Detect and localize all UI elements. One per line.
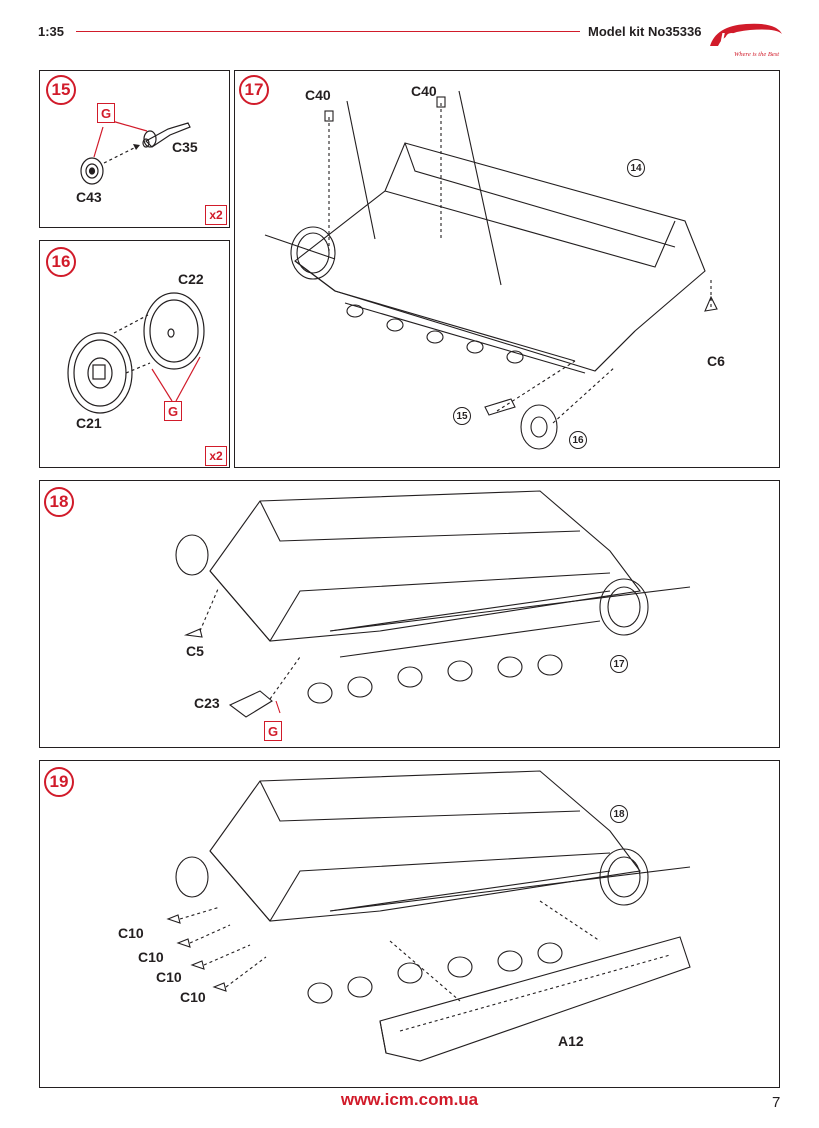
step-18-number: 18 xyxy=(44,487,74,517)
step-16-panel: 16 C22 C21 G x2 xyxy=(39,240,230,468)
part-c22-label: C22 xyxy=(178,271,204,287)
ref-step-14: 14 xyxy=(627,159,645,177)
ref-step-17: 17 xyxy=(610,655,628,673)
part-c5-label: C5 xyxy=(186,643,204,659)
header-divider xyxy=(76,31,580,32)
scale-label: 1:35 xyxy=(38,24,65,39)
step-15-glue-marker: G xyxy=(97,103,115,123)
logo-tagline: Where is the Best xyxy=(734,51,779,58)
part-c40-left-label: C40 xyxy=(305,87,331,103)
ref-step-18: 18 xyxy=(610,805,628,823)
part-c10-label-1: C10 xyxy=(118,925,144,941)
part-c43-label: C43 xyxy=(76,189,102,205)
part-c23-label: C23 xyxy=(194,695,220,711)
part-c6-label: C6 xyxy=(707,353,725,369)
logo-brand: ICM xyxy=(720,31,750,48)
page-number: 7 xyxy=(772,1094,781,1111)
step-19-drawing xyxy=(166,770,691,1062)
step-17-number: 17 xyxy=(239,75,269,105)
step-19-panel: 19 C10 C10 C10 C10 A12 18 xyxy=(39,760,780,1088)
step-16-drawing xyxy=(67,292,205,414)
step-18-panel: 18 C5 C23 G 17 xyxy=(39,480,780,748)
part-c40-right-label: C40 xyxy=(411,83,437,99)
kit-number: Model kit No35336 xyxy=(588,24,702,39)
part-c35-label: C35 xyxy=(172,139,198,155)
step-15-quantity: x2 xyxy=(205,205,227,225)
step-18-glue-marker: G xyxy=(264,721,282,741)
part-c10-label-2: C10 xyxy=(138,949,164,965)
part-a12-label: A12 xyxy=(558,1033,584,1049)
step-15-number: 15 xyxy=(46,75,76,105)
step-15-drawing xyxy=(80,120,191,185)
step-17-drawing xyxy=(264,90,718,450)
part-c10-label-3: C10 xyxy=(156,969,182,985)
step-17-panel: 17 C40 C40 C6 14 15 16 xyxy=(234,70,780,468)
step-15-panel: 15 G C35 C43 x2 xyxy=(39,70,230,228)
step-18-drawing xyxy=(175,490,691,718)
ref-step-15: 15 xyxy=(453,407,471,425)
icm-logo: ICM Where is the Best xyxy=(710,23,782,58)
step-19-number: 19 xyxy=(44,767,74,797)
part-c21-label: C21 xyxy=(76,415,102,431)
ref-step-16: 16 xyxy=(569,431,587,449)
footer-url[interactable]: www.icm.com.ua xyxy=(340,1090,479,1109)
step-16-number: 16 xyxy=(46,247,76,277)
step-16-glue-marker: G xyxy=(164,401,182,421)
step-16-quantity: x2 xyxy=(205,446,227,466)
part-c10-label-4: C10 xyxy=(180,989,206,1005)
